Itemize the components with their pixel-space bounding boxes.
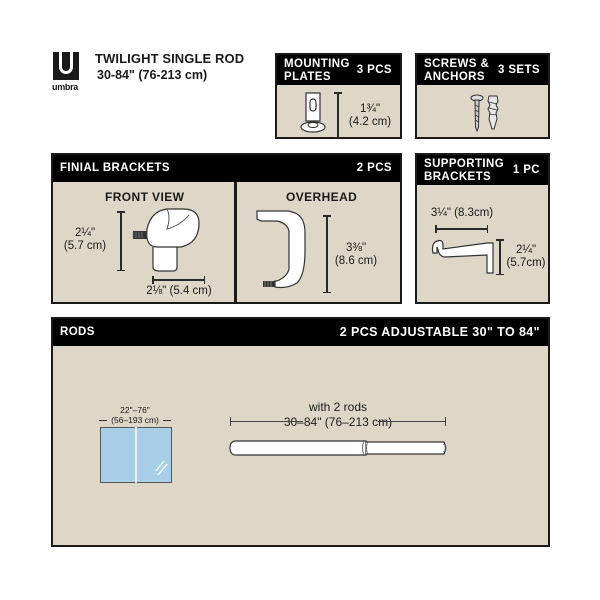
supporting-brackets-qty: 1 PC <box>512 164 540 176</box>
supporting-bracket-height-dim: 2¼" (5.7cm) <box>503 244 549 270</box>
front-view-height-line <box>117 211 124 271</box>
screws-anchors-qty: 3 SETS <box>497 64 540 76</box>
front-view-width-line <box>152 276 205 283</box>
umbra-logo: umbra <box>52 50 82 94</box>
overhead-height-cm: (8.6 cm) <box>334 255 378 267</box>
window-width-in: 22"–76" <box>120 405 150 415</box>
rod-dim-tick-right <box>445 417 447 426</box>
window-width-dim: 22"–76" (56–193 cm) <box>95 405 175 425</box>
window-width-cm: (56–193 cm) <box>111 415 159 425</box>
finial-brackets-header: FINIAL BRACKETS 2 PCS <box>53 155 400 182</box>
mounting-plate-icon <box>300 92 326 133</box>
window-dim-tick-left <box>99 420 107 421</box>
finial-brackets-label: FINIAL BRACKETS <box>60 162 170 174</box>
rod-dim-tick-left <box>230 417 232 426</box>
finial-brackets-qty: 2 PCS <box>356 162 392 174</box>
supporting-brackets-label-2: BRACKETS <box>424 171 492 183</box>
front-view-title: FRONT VIEW <box>105 190 185 204</box>
screws-anchors-panel: SCREWS & ANCHORS 3 SETS <box>415 53 550 139</box>
supporting-bracket-icon <box>431 239 494 274</box>
overhead-height-in: 3⅜" <box>345 242 367 254</box>
rod-dim-line-right <box>378 421 446 423</box>
rod-caption-length: 30–84" (76–213 cm) <box>283 415 393 429</box>
rods-header: RODS 2 PCS ADJUSTABLE 30" TO 84" <box>53 319 548 346</box>
overhead-height-dim: 3⅜" (8.6 cm) <box>330 242 382 268</box>
front-view-height-cm: (5.7 cm) <box>63 240 107 252</box>
mounting-plate-dim-in: 1¾" <box>359 103 381 115</box>
finial-overhead-icon <box>256 210 306 289</box>
screws-anchors-label-2: ANCHORS <box>424 71 485 83</box>
overhead-title: OVERHEAD <box>286 190 358 204</box>
supporting-bracket-width-line <box>435 225 488 232</box>
finial-divider <box>234 182 237 304</box>
screws-anchors-label-1: SCREWS & <box>424 58 490 70</box>
mounting-plate-height-line <box>334 92 341 138</box>
umbra-logo-mark-icon <box>53 50 79 80</box>
mounting-plates-panel: MOUNTING PLATES 3 PCS 1¾" (4.2 cm) <box>275 53 402 139</box>
front-view-height-in: 2¼" <box>74 227 96 239</box>
supporting-bracket-width-dim: 3¼" (8.3cm) <box>430 207 494 219</box>
mounting-plates-qty: 3 PCS <box>356 64 392 76</box>
supporting-bracket-height-cm: (5.7cm) <box>506 257 546 269</box>
supporting-brackets-header: SUPPORTING BRACKETS 1 PC <box>417 155 548 185</box>
rods-label: RODS <box>60 326 95 338</box>
rod-caption-count: with 2 rods <box>308 400 368 414</box>
finial-brackets-panel: FINIAL BRACKETS 2 PCS FRONT VIEW 2¼" (5.… <box>51 153 402 304</box>
screw-anchor-icon <box>470 94 499 133</box>
rod-icon <box>229 440 447 456</box>
mounting-plates-label-2: PLATES <box>284 71 331 83</box>
window-dim-tick-right <box>163 420 171 421</box>
product-title: TWILIGHT SINGLE ROD <box>95 51 245 66</box>
window-icon <box>100 427 172 483</box>
mounting-plates-label-1: MOUNTING <box>284 58 350 70</box>
brand-name: umbra <box>52 82 79 92</box>
product-size: 30-84" (76-213 cm) <box>97 68 208 82</box>
mounting-plates-header: MOUNTING PLATES 3 PCS <box>277 55 400 85</box>
rods-panel: RODS 2 PCS ADJUSTABLE 30" TO 84" 22"–76"… <box>51 317 550 547</box>
front-view-width-dim: 2⅛" (5.4 cm) <box>146 285 212 297</box>
supporting-bracket-height-in: 2¼" <box>515 244 537 256</box>
mounting-plate-dim-cm: (4.2 cm) <box>348 116 392 128</box>
screws-anchors-header: SCREWS & ANCHORS 3 SETS <box>417 55 548 85</box>
supporting-brackets-label-1: SUPPORTING <box>424 158 505 170</box>
rod-caption: with 2 rods 30–84" (76–213 cm) <box>273 400 403 430</box>
overhead-height-line <box>323 215 330 293</box>
front-view-height-dim: 2¼" (5.7 cm) <box>55 227 115 253</box>
mounting-plate-dim: 1¾" (4.2 cm) <box>343 103 397 129</box>
supporting-bracket-height-line <box>496 239 503 275</box>
rod-dim-line-left <box>230 421 303 423</box>
supporting-brackets-panel: SUPPORTING BRACKETS 1 PC 3¼" (8.3cm) 2¼"… <box>415 153 550 304</box>
rods-qty: 2 PCS ADJUSTABLE 30" TO 84" <box>339 325 540 339</box>
finial-front-view-icon <box>132 208 200 272</box>
